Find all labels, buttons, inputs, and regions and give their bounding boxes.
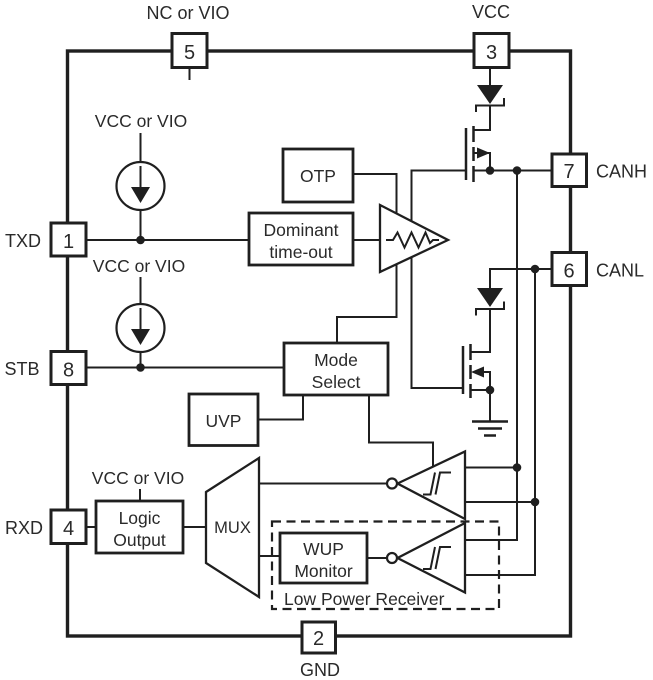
supply-label-stb: VCC or VIO [93, 256, 185, 276]
mode-select-label-1: Mode [314, 350, 358, 370]
uvp-block: UVP [187, 392, 260, 447]
fet-low-arrow-icon [471, 366, 484, 378]
dominant-timeout-label-1: Dominant [264, 220, 339, 240]
pin-2-number: 2 [313, 628, 324, 650]
pin-8-number: 8 [63, 360, 74, 382]
wakeup-receiver [385, 521, 467, 595]
junction-dots [136, 166, 540, 507]
fet-high-arrow-icon [477, 147, 490, 159]
otp-to-mode-select-wire [336, 173, 398, 343]
zener-to-fet-wire [474, 105, 491, 131]
pin-6: 6 [550, 251, 588, 287]
mode-select-block: Mode Select [282, 341, 390, 397]
pin-4-name: RXD [5, 518, 43, 538]
pin-4: 4 [49, 508, 88, 545]
zener-diode-low-icon [477, 288, 503, 307]
arrow-down-icon [131, 329, 150, 345]
pin-6-name: CANL [596, 261, 644, 281]
pin-7: 7 [550, 152, 588, 188]
pin-3-number: 3 [486, 42, 497, 64]
transmitter-driver [378, 203, 451, 274]
pin-8-name: STB [4, 359, 39, 379]
pin-2-name: GND [300, 660, 340, 680]
canl-receiver-tap-wire [465, 269, 536, 576]
pin-8: 8 [49, 350, 88, 386]
main-receiver [385, 449, 467, 521]
pin-2: 2 [300, 620, 337, 655]
mode-select-to-receiver-wire [368, 395, 434, 466]
pin-1-number: 1 [63, 231, 74, 253]
logic-output-label-1: Logic [119, 508, 161, 528]
canl-node-wire [489, 268, 552, 288]
dominant-timeout-block: Dominant time-out [247, 211, 355, 267]
mode-select-to-uvp-wire [258, 395, 304, 421]
current-source-txd [115, 160, 166, 212]
wup-monitor-label-1: WUP [303, 539, 344, 559]
hysteresis-icon [423, 471, 451, 496]
fet-low-source-wire [471, 389, 491, 421]
receiver-triangle-icon [394, 521, 467, 595]
high-side-driver [464, 85, 552, 182]
mux-label: MUX [214, 519, 251, 537]
mux-trapezoid-icon [204, 455, 261, 600]
pin-7-name: CANH [596, 162, 647, 182]
wup-monitor-label-2: Monitor [294, 561, 353, 581]
supply-label-txd: VCC or VIO [95, 111, 187, 131]
wup-monitor-block: WUP Monitor [278, 531, 369, 585]
logic-output-block: Logic Output [94, 499, 185, 555]
pin-1: 1 [49, 221, 88, 258]
supply-label-rxd: VCC or VIO [92, 468, 184, 488]
logic-output-label-2: Output [113, 530, 166, 550]
low-power-receiver-label: Low Power Receiver [284, 589, 445, 609]
pin-5-number: 5 [184, 42, 195, 64]
dominant-timeout-label-2: time-out [269, 242, 332, 262]
pin-1-name: TXD [5, 231, 41, 251]
mode-select-label-2: Select [312, 372, 361, 392]
gate-drive-wire [410, 169, 466, 389]
pin-7-number: 7 [563, 161, 574, 183]
low-side-driver [461, 268, 552, 437]
inverter-bubble-icon [385, 477, 399, 490]
low-power-receiver-box [270, 520, 501, 611]
canh-receiver-tap-wire [465, 170, 518, 541]
pin-5-name: NC or VIO [146, 3, 229, 23]
ground-symbol-icon [472, 420, 508, 437]
fet-low-body-lead [483, 371, 491, 390]
pin-6-number: 6 [563, 261, 574, 283]
inverter-bubble-icon [385, 551, 399, 565]
arrow-down-icon [131, 187, 150, 203]
otp-label: OTP [300, 166, 336, 186]
wires [86, 67, 536, 576]
mux-block: MUX [204, 455, 261, 600]
hysteresis-icon [423, 546, 451, 570]
zener-diode-high-icon [477, 85, 503, 104]
otp-block: OTP [281, 147, 355, 204]
pin-3-name: VCC [472, 2, 510, 22]
pin-5: 5 [170, 32, 209, 69]
pin-3: 3 [472, 32, 511, 69]
receiver-triangle-icon [394, 449, 467, 521]
resistor-icon [386, 230, 439, 250]
pin-4-number: 4 [63, 518, 74, 540]
zener-to-fet-low-wire [471, 309, 491, 353]
current-source-stb [115, 302, 166, 354]
uvp-label: UVP [206, 411, 242, 431]
